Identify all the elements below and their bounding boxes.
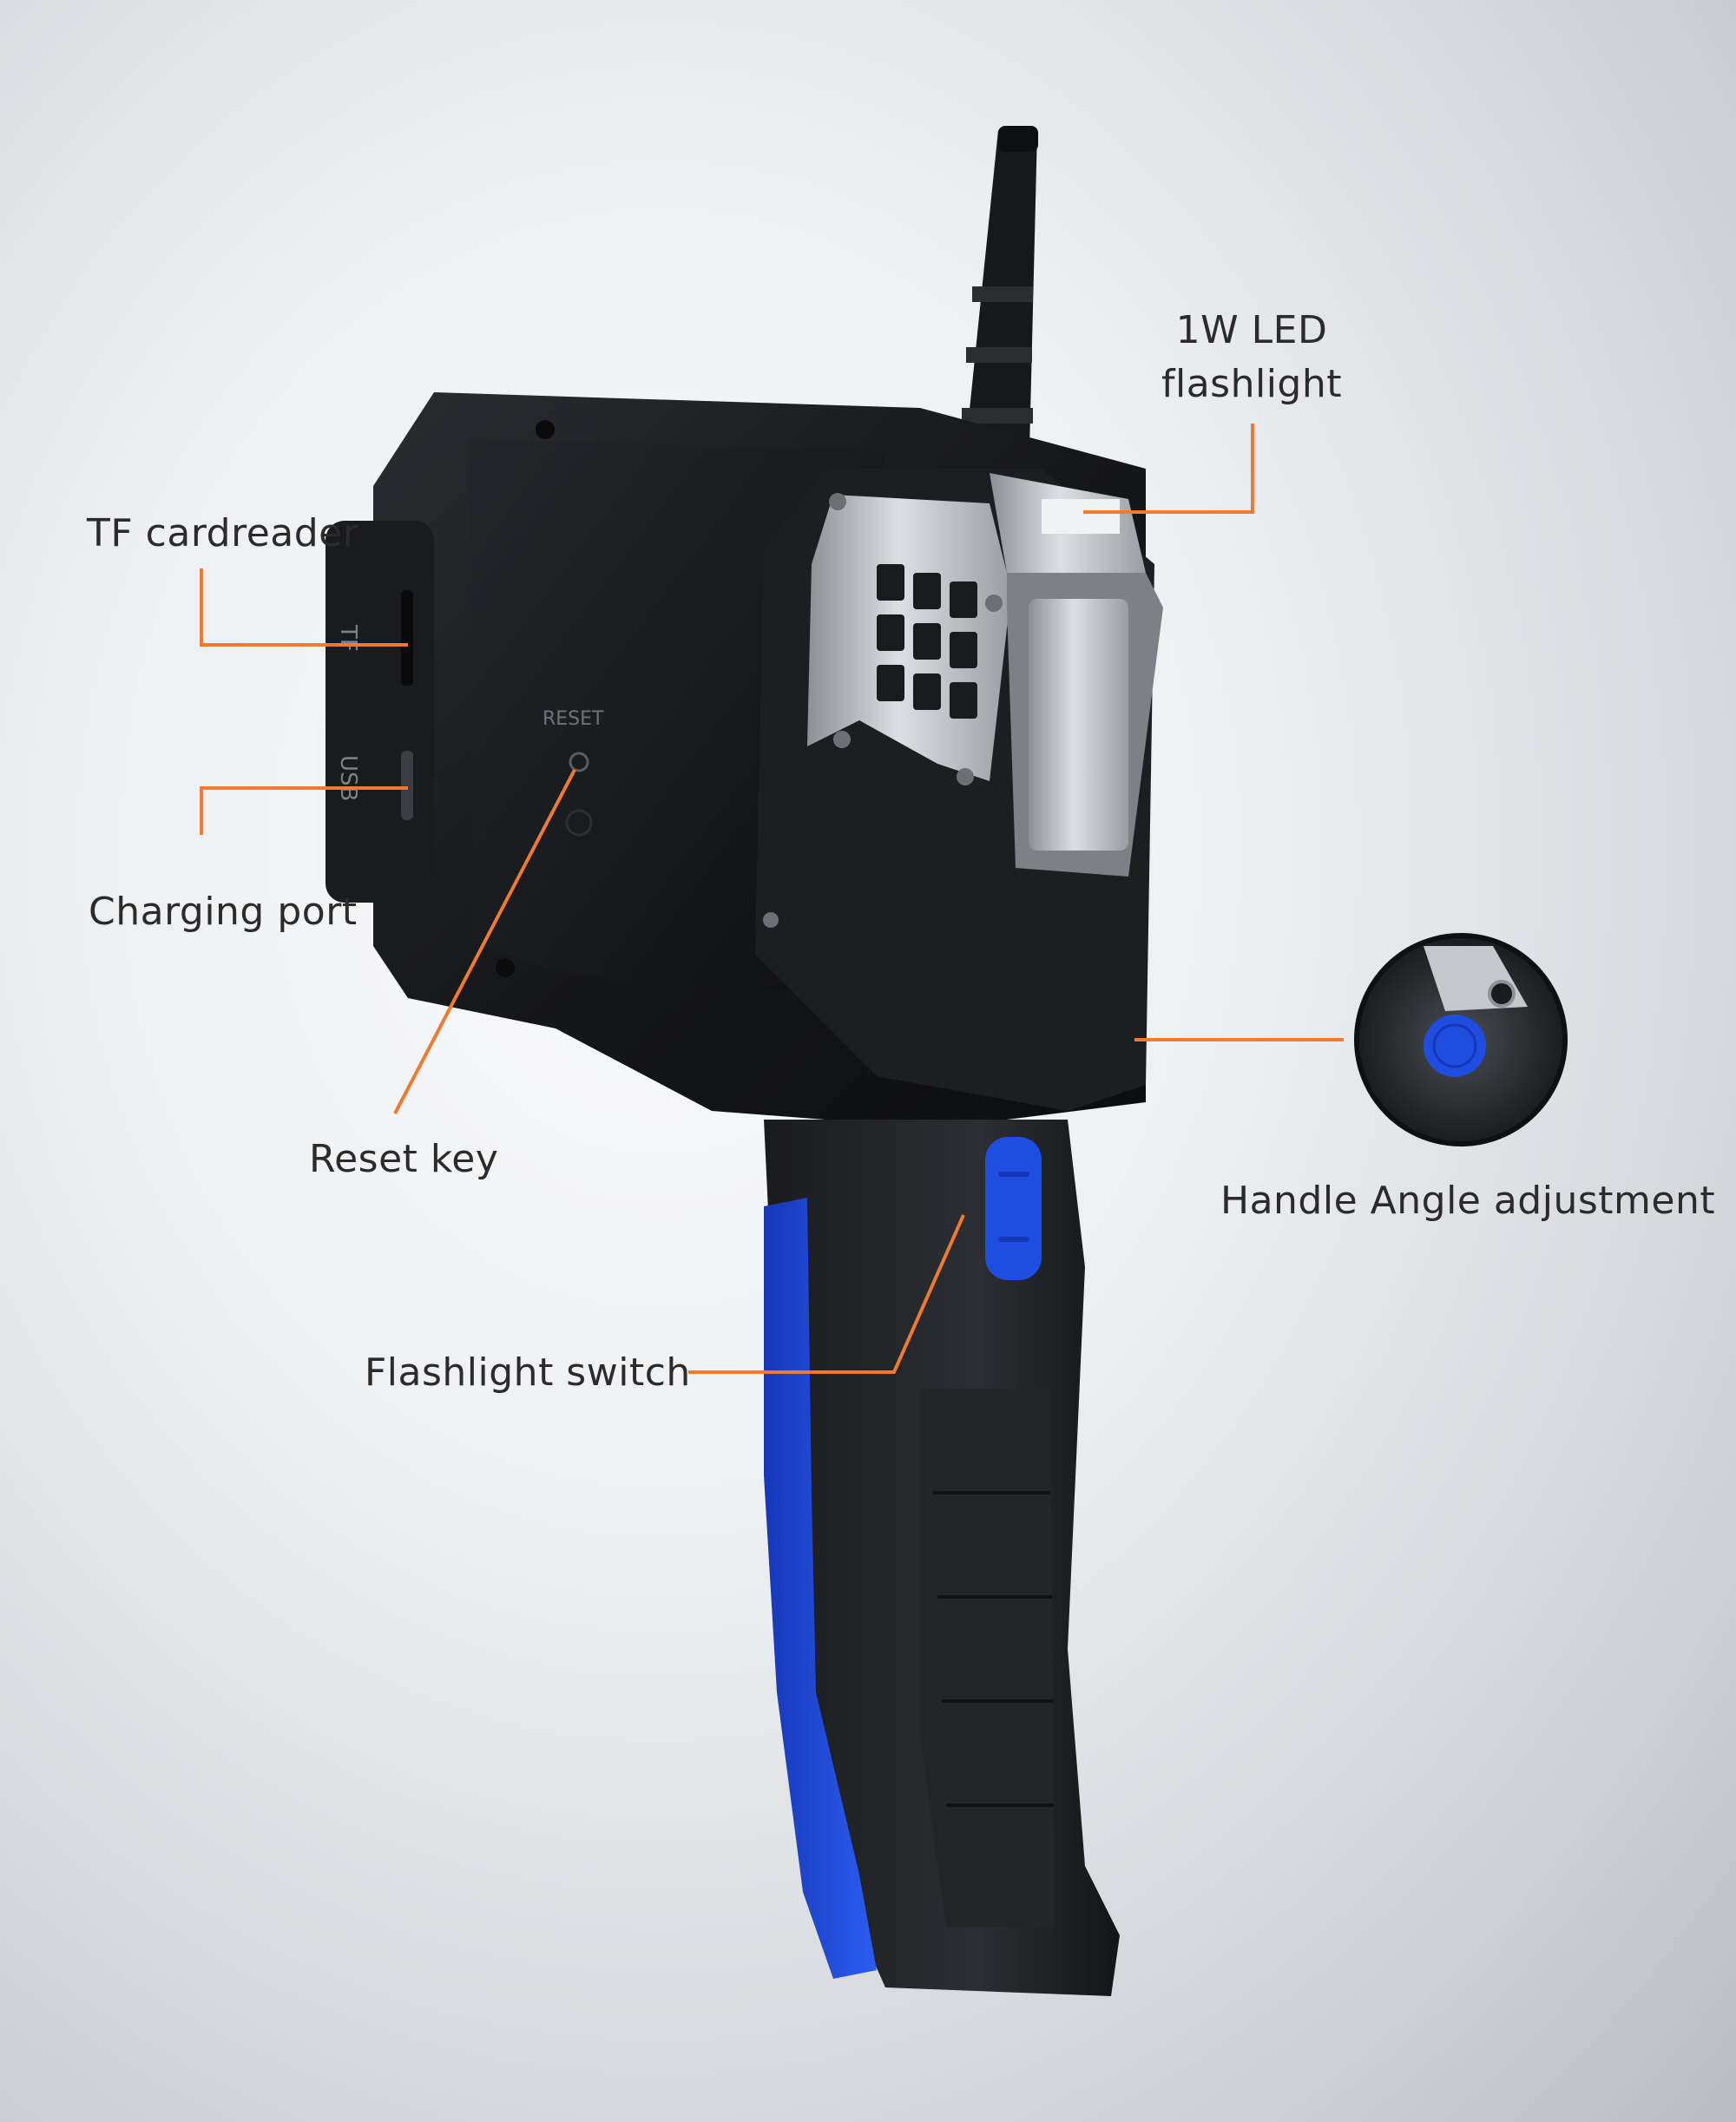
callout-lines	[200, 424, 1344, 1374]
side-port-module: TF USB	[326, 521, 434, 903]
callout-reset-key: Reset key	[309, 1137, 499, 1181]
reset-printed-text: RESET	[542, 708, 604, 730]
callout-flashlight-switch: Flashlight switch	[365, 1350, 691, 1395]
callout-charging-port: Charging port	[89, 890, 358, 934]
led-flashlight-module	[990, 473, 1163, 877]
reset-key[interactable]	[569, 752, 589, 772]
callout-led-line2: flashlight	[1161, 362, 1342, 406]
handle-angle-inset	[1354, 933, 1568, 1146]
callout-led-line1: 1W LED	[1175, 308, 1328, 352]
handle-grip	[764, 1120, 1120, 1996]
callout-handle-angle: Handle Angle adjustment	[1220, 1179, 1716, 1223]
flashlight-switch[interactable]	[985, 1137, 1042, 1280]
tf-port-text: TF	[335, 624, 361, 652]
usb-port-text: USB	[335, 755, 361, 801]
vent-grid	[877, 564, 977, 719]
reset-area: RESET	[542, 708, 604, 837]
callout-led-flashlight: 1W LED flashlight	[1147, 304, 1356, 411]
grip-blue-accent	[764, 1198, 877, 1979]
probe-cable	[962, 126, 1038, 486]
callout-tf-cardreader: TF cardreader	[87, 511, 359, 555]
